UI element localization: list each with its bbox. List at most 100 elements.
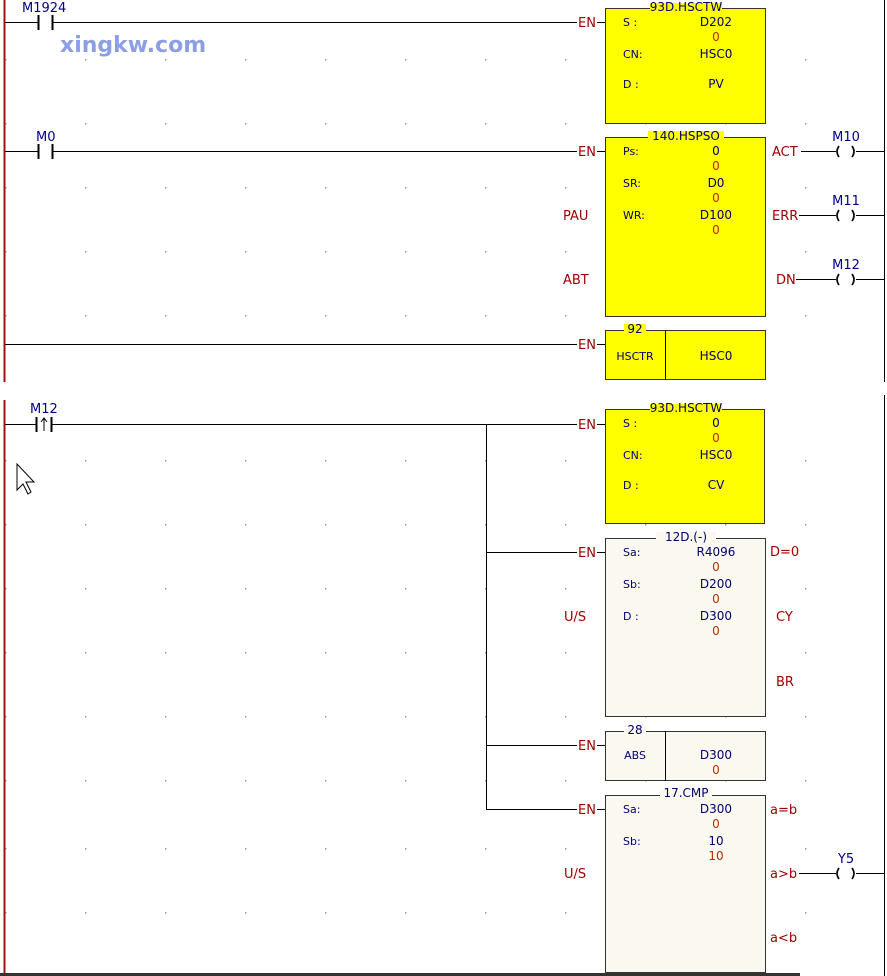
- grid-dot: [165, 716, 167, 718]
- contact-m1924[interactable]: M1924: [22, 1, 66, 30]
- grid-dot: [485, 912, 487, 914]
- pin-act: ACT: [772, 145, 798, 160]
- operand[interactable]: 10: [708, 834, 723, 848]
- grid-dot: [245, 716, 247, 718]
- grid-dot: [5, 524, 7, 526]
- grid-dot: [565, 123, 567, 125]
- function-block-hspso[interactable]: 140.HSPSO Ps: 0 0 SR: D0 0 WR: D100 0: [605, 129, 766, 317]
- grid-dot: [85, 848, 87, 850]
- coil-label: M11: [832, 194, 860, 209]
- horizontal-scrollbar-edge[interactable]: [0, 973, 800, 976]
- grid-dot: [245, 123, 247, 125]
- contact-m12-rising[interactable]: M12: [30, 402, 58, 432]
- pin-d-zero: D=0: [770, 545, 799, 560]
- pin-br: BR: [776, 675, 794, 690]
- coil-m12[interactable]: M12: [796, 258, 884, 286]
- grid-dot: [165, 315, 167, 317]
- function-block-hsctw[interactable]: 93D.HSCTW S : 0 0 CN: HSC0 D : CV: [605, 401, 765, 524]
- grid-dot: [725, 524, 727, 526]
- grid-dot: [245, 588, 247, 590]
- grid-dot: [165, 524, 167, 526]
- grid-dot: [245, 460, 247, 462]
- network-1[interactable]: M1924 xingkw.com EN 93D.HSCTW S : D202 0…: [5, 0, 884, 380]
- grid-dot: [405, 912, 407, 914]
- grid-dot: [325, 123, 327, 125]
- operand[interactable]: HSC0: [700, 47, 733, 61]
- grid-dot: [485, 187, 487, 189]
- operand[interactable]: D200: [700, 577, 732, 591]
- grid-dot: [325, 524, 327, 526]
- operand[interactable]: D300: [700, 802, 732, 816]
- grid-dot: [645, 524, 647, 526]
- row-label: Sb:: [623, 835, 641, 848]
- current-value: 0: [712, 431, 720, 445]
- function-block-hsctw[interactable]: 93D.HSCTW S : D202 0 CN: HSC0 D : PV: [605, 0, 766, 124]
- contact-label: M0: [36, 130, 56, 145]
- operand[interactable]: HSC0: [700, 448, 733, 462]
- operand[interactable]: 0: [712, 416, 720, 430]
- grid-dot: [485, 315, 487, 317]
- grid-dot: [5, 187, 7, 189]
- grid-dot: [405, 780, 407, 782]
- function-block-hsctr[interactable]: 92 HSCTR HSC0: [605, 322, 766, 380]
- grid-dot: [805, 187, 807, 189]
- network-2[interactable]: M12 EN 93D.HSCTW S : 0 0 CN: HSC0 D : CV…: [5, 401, 884, 973]
- grid-dot: [805, 780, 807, 782]
- grid-dot: [85, 187, 87, 189]
- coil-m11[interactable]: M11: [799, 194, 884, 222]
- operand[interactable]: CV: [708, 478, 725, 492]
- pin-abt: ABT: [563, 273, 589, 288]
- current-value: 0: [712, 191, 720, 205]
- row-label: Sa:: [623, 546, 640, 559]
- operand[interactable]: D300: [700, 748, 732, 762]
- operand[interactable]: R4096: [697, 545, 736, 559]
- grid-dot: [485, 848, 487, 850]
- grid-dot: [405, 187, 407, 189]
- operand[interactable]: D100: [700, 208, 732, 222]
- operand[interactable]: PV: [708, 77, 724, 91]
- grid-dot: [165, 251, 167, 253]
- block-title: 12D.(-): [665, 530, 707, 544]
- grid-dot: [485, 524, 487, 526]
- grid-dot: [245, 315, 247, 317]
- grid-dot: [5, 251, 7, 253]
- grid-dot: [405, 716, 407, 718]
- operand[interactable]: D202: [700, 15, 732, 29]
- coil-y5[interactable]: Y5: [799, 852, 884, 880]
- pin-dn: DN: [776, 273, 796, 288]
- grid-dot: [565, 912, 567, 914]
- grid-dot: [405, 123, 407, 125]
- grid-dot: [85, 123, 87, 125]
- operand[interactable]: D300: [700, 609, 732, 623]
- grid-dot: [565, 460, 567, 462]
- grid-dot: [5, 848, 7, 850]
- pin-en: EN: [578, 338, 596, 353]
- coil-m10[interactable]: M10: [801, 130, 884, 158]
- operand[interactable]: 0: [712, 144, 720, 158]
- operand[interactable]: D0: [708, 176, 725, 190]
- operand[interactable]: HSC0: [700, 349, 733, 363]
- function-block-subtract[interactable]: 12D.(-) Sa: R4096 0 Sb: D200 0 D : D300 …: [605, 530, 766, 717]
- grid-dot: [5, 59, 7, 61]
- grid-dot: [805, 59, 807, 61]
- grid-dot: [805, 652, 807, 654]
- coil-label: Y5: [837, 852, 854, 867]
- grid-dot: [245, 251, 247, 253]
- grid-dot: [405, 315, 407, 317]
- grid-dot: [5, 716, 7, 718]
- pin-err: ERR: [772, 209, 798, 224]
- mouse-cursor-icon: [16, 462, 36, 495]
- function-block-abs[interactable]: 28 ABS D300 0: [605, 723, 766, 781]
- grid-dot: [565, 524, 567, 526]
- grid-dot: [805, 460, 807, 462]
- pin-en: EN: [578, 739, 596, 754]
- grid-dot: [85, 315, 87, 317]
- function-block-compare[interactable]: 17.CMP Sa: D300 0 Sb: 10 10: [605, 786, 766, 973]
- grid-dot: [405, 524, 407, 526]
- contact-m0[interactable]: M0: [36, 130, 56, 159]
- grid-dot: [165, 780, 167, 782]
- grid-dot: [325, 460, 327, 462]
- grid-dot: [85, 460, 87, 462]
- row-label: D :: [623, 479, 639, 492]
